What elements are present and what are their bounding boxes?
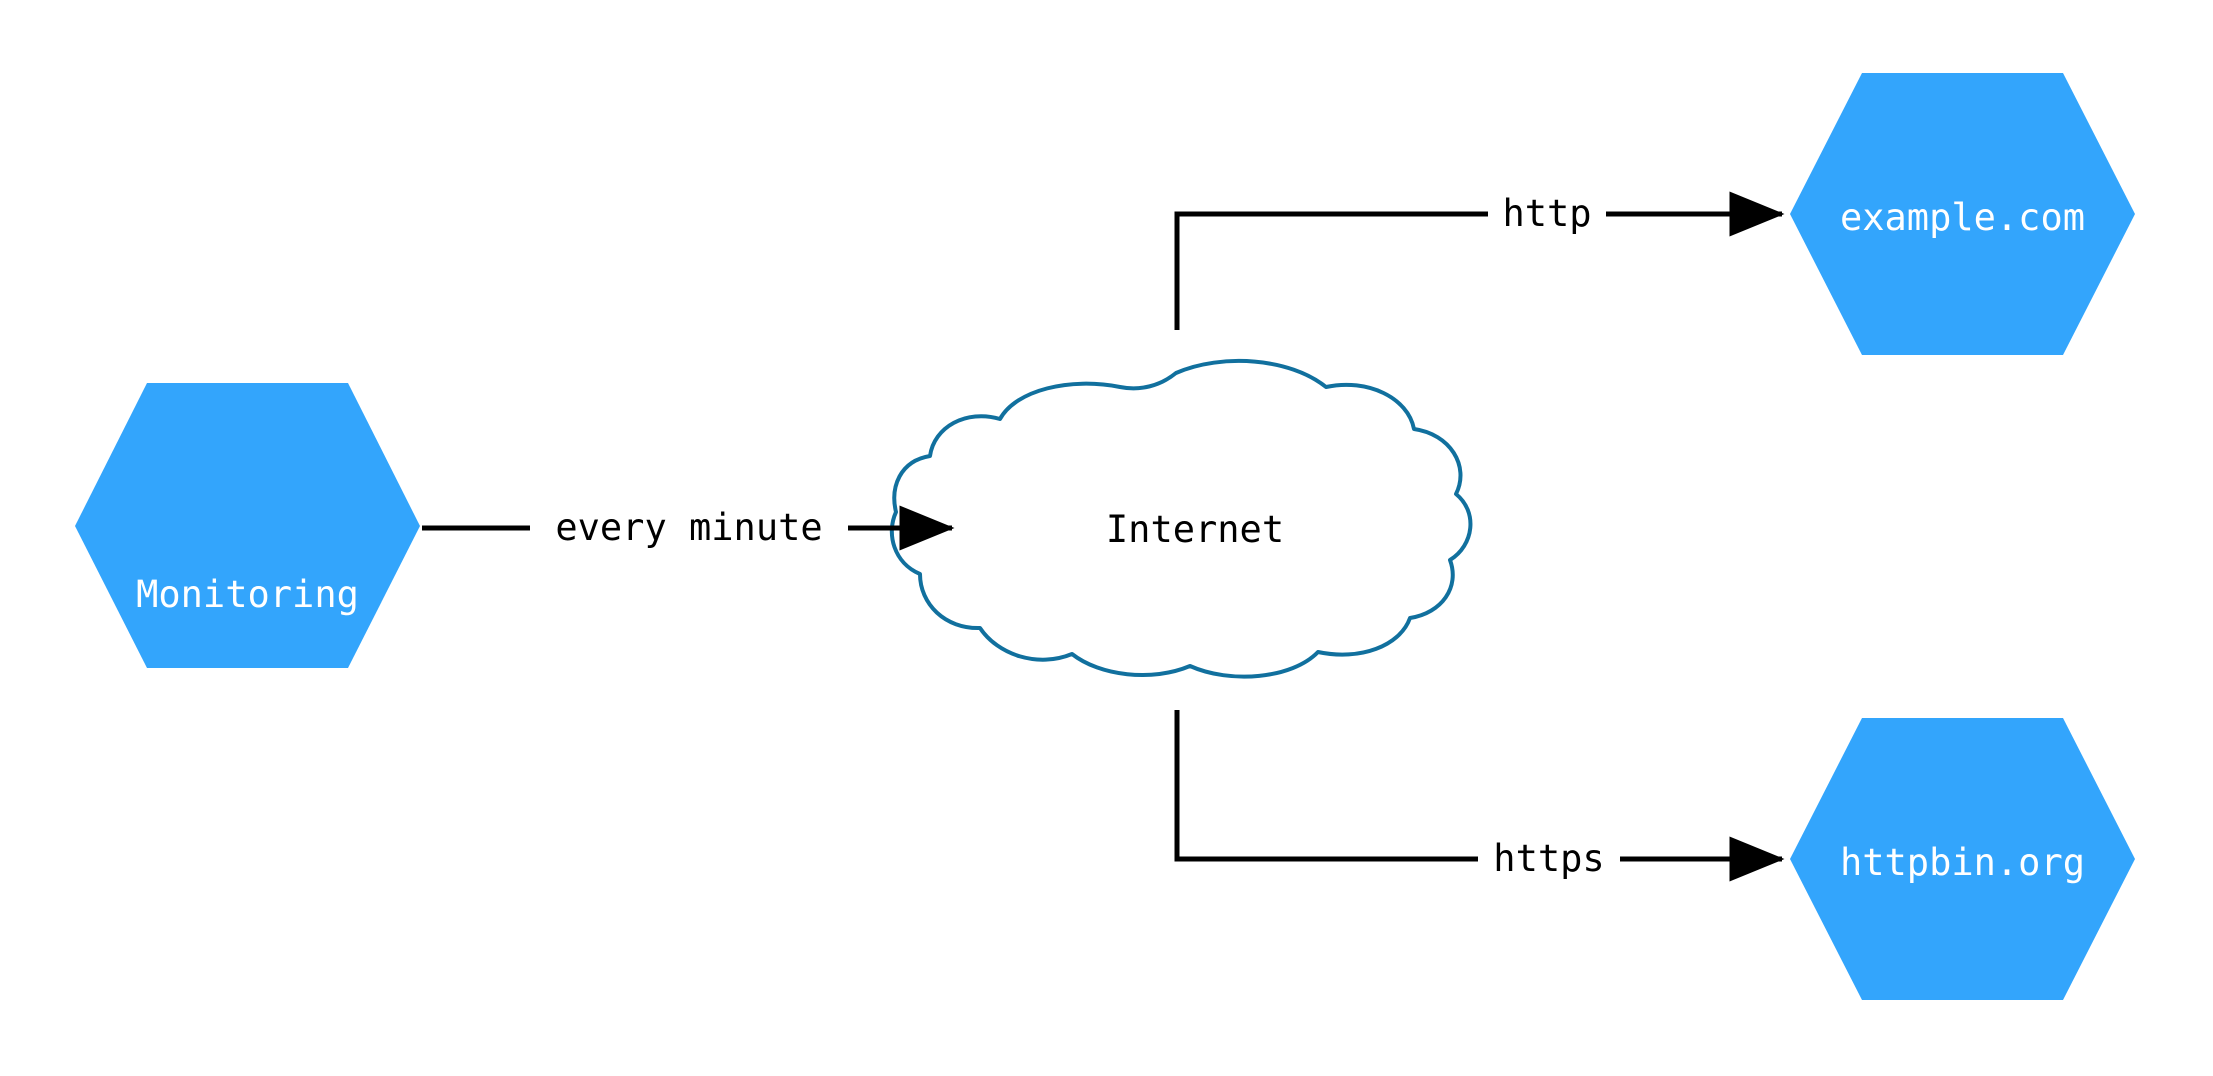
edge-internet-to-example <box>1174 191 1785 330</box>
edge-label-http: http <box>1488 195 1606 232</box>
edge-internet-to-httpbin <box>1174 710 1785 882</box>
node-httpbin-org[interactable] <box>1790 718 2135 1000</box>
edge-label-https: https <box>1478 840 1620 877</box>
node-example-com[interactable] <box>1790 73 2135 355</box>
node-internet-cloud[interactable] <box>889 358 1473 679</box>
node-monitoring-daemon[interactable] <box>75 383 420 668</box>
edge-label-every-minute: every minute <box>530 509 848 546</box>
